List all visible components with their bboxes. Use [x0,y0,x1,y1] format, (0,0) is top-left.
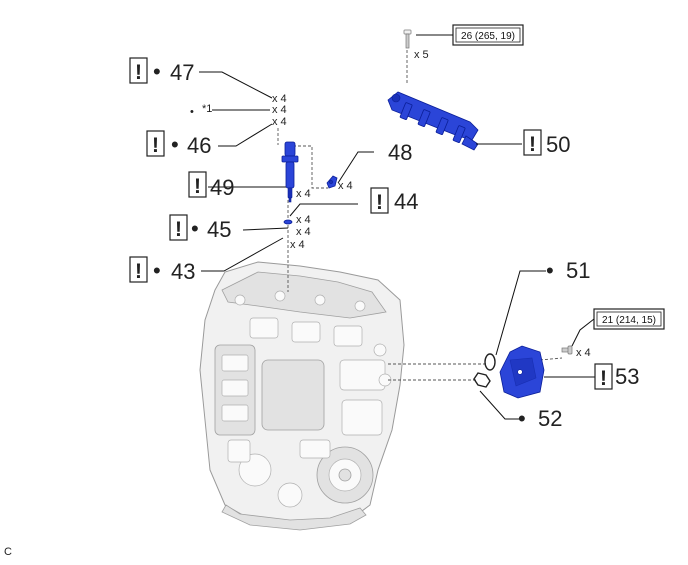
part-number-44: 44 [394,189,418,214]
leader-lines [199,71,595,420]
torque-spec-21: 21 (214, 15) [593,308,665,330]
part-number-46: 46 [187,133,211,158]
bullets: • • • • • • • [153,59,554,431]
qty-48: x 4 [338,180,353,192]
part-number-47: 47 [170,60,194,85]
svg-text:26 (265, 19): 26 (265, 19) [461,31,515,42]
qty-pipe-bolt: x 5 [414,49,429,61]
svg-text:!: ! [600,367,607,390]
bullet-51: • [546,258,554,283]
svg-text:21 (214, 15): 21 (214, 15) [602,315,656,326]
qty-43: x 4 [290,239,305,251]
warning-icon-50: ! [523,129,542,156]
warning-icon-45: ! [169,214,188,241]
part-number-50: 50 [546,132,570,157]
qty-cover-bolt: x 4 [576,347,591,359]
note-star-1: *1 [202,103,212,115]
svg-text:!: ! [376,191,383,214]
bullet-43: • [153,258,161,283]
cover-bolt [561,345,573,355]
svg-text:!: ! [135,260,142,283]
part-number-53: 53 [615,364,639,389]
torque-leader-21 [571,318,595,347]
bullet-46: • [171,132,179,157]
part-numbers: 47 46 49 45 43 44 48 50 51 52 53 [170,60,639,431]
qty-44: x 4 [296,214,311,226]
qty-46: x 4 [272,116,287,128]
svg-text:!: ! [135,61,142,84]
warning-icons: ! ! ! ! ! ! ! ! [129,57,613,390]
torque-spec-26: 26 (265, 19) [452,24,524,46]
quantity-labels: *1 x 4 x 4 x 4 x 4 x 4 x 4 x 4 x 4 x 5 x… [202,49,591,359]
part-number-51: 51 [566,258,590,283]
svg-text:!: ! [175,218,182,241]
gasket-52 [473,372,491,388]
bullet-note: • [190,106,194,118]
warning-icon-49: ! [188,171,207,198]
warning-icon-47: ! [129,57,148,84]
qty-note: x 4 [272,104,287,116]
bullet-52: • [518,406,526,431]
bullet-47: • [153,59,161,84]
fuel-delivery-pipe [387,91,479,151]
warning-icon-53: ! [594,363,613,390]
part-number-49: 49 [210,175,234,200]
figure-code: C [4,546,12,558]
part-number-45: 45 [207,217,231,242]
svg-text:!: ! [194,175,201,198]
qty-45: x 4 [296,226,311,238]
warning-icon-44: ! [370,187,389,214]
o-ring-51 [484,353,496,371]
part-number-43: 43 [171,259,195,284]
warning-icon-46: ! [146,130,165,157]
svg-text:!: ! [529,133,536,156]
engine-block-illustration [199,261,405,531]
qty-47: x 4 [272,93,287,105]
qty-49: x 4 [296,188,311,200]
warning-icon-43: ! [129,256,148,283]
part-number-48: 48 [388,140,412,165]
fuel-injector [281,141,299,225]
bullet-45: • [191,216,199,241]
alignment-lines [277,40,563,381]
injector-clamp [326,175,338,189]
delivery-pipe-bolt [403,29,412,49]
part-number-52: 52 [538,406,562,431]
svg-text:!: ! [152,134,159,157]
cover-53 [499,345,545,399]
